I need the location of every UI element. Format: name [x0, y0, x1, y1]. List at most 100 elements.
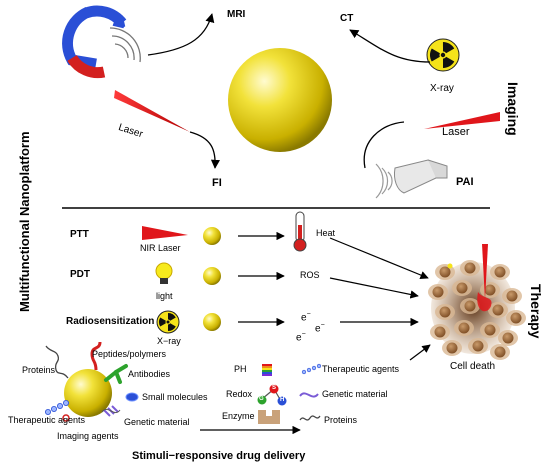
therapeutic-agents-label: Therapeutic agents	[8, 415, 86, 425]
electron-symbol: e	[296, 332, 302, 344]
peptides-label: Peptides/polymers	[92, 349, 167, 359]
peptide-chain-icon	[90, 341, 102, 371]
delivery-nanoparticle	[64, 369, 112, 417]
ros-to-cell-arrow	[329, 277, 419, 299]
out-dna-icon	[299, 392, 319, 398]
heat-to-cell-arrow	[329, 237, 429, 280]
small-molecule-icon	[125, 392, 139, 402]
xray-radiation-icon	[156, 310, 180, 334]
redox-label: Redox	[226, 389, 253, 399]
antibody-icon	[104, 364, 128, 384]
radiation-icon	[426, 38, 460, 72]
central-nanoparticle	[228, 48, 332, 152]
tumor-cell	[472, 340, 484, 352]
arrow-to-pai-left	[363, 121, 405, 169]
arrow-to-fi	[189, 131, 220, 169]
tumor-cell	[434, 326, 446, 338]
magnet-icon	[62, 5, 127, 79]
cell-laser	[477, 244, 492, 312]
spark-icon	[447, 263, 453, 269]
pdt-label: PDT	[70, 269, 90, 280]
therapy-side-label: Therapy	[528, 284, 544, 339]
dna-strand-icon	[101, 408, 121, 414]
tumor-cell	[456, 282, 468, 294]
proteins-label: Proteins	[22, 365, 56, 375]
electron-label-3: e−	[296, 331, 306, 343]
tumor-cell	[464, 262, 476, 274]
redox-s: S	[272, 385, 277, 391]
light-bulb-icon	[155, 262, 173, 284]
ph-color-icon	[262, 364, 272, 376]
ct-label: CT	[340, 13, 354, 24]
enzyme-icon	[258, 410, 280, 424]
tumor-cell	[439, 306, 451, 318]
mri-label: MRI	[227, 9, 246, 20]
tumor-cell	[494, 266, 506, 278]
redox-g: G	[259, 396, 264, 402]
therapeutic-chain-icon	[45, 399, 70, 415]
pdt-nanoparticle	[203, 267, 221, 285]
platform-side-label: Multifunctional Nanoplatform	[17, 131, 32, 312]
tumor-cell	[432, 286, 444, 298]
tumor-cell	[502, 332, 514, 344]
arrow-to-mri	[147, 13, 215, 56]
ptt-nanoparticle	[203, 227, 221, 245]
fi-label: FI	[212, 177, 222, 189]
tumor-cell	[506, 290, 518, 302]
heat-label: Heat	[316, 228, 336, 238]
xray-therapy-label: X−ray	[157, 336, 181, 346]
tumor-cell	[494, 346, 506, 358]
out-therapeutic-icon	[301, 363, 322, 375]
electron-charge: −	[320, 322, 325, 329]
tumor-cell	[484, 284, 496, 296]
thermometer-icon	[293, 211, 307, 252]
tumor-cell	[492, 304, 504, 316]
tumor-cell	[510, 312, 522, 324]
electron-charge: −	[301, 331, 306, 338]
nir-laser-beam	[142, 226, 188, 240]
radiosensitization-label: Radiosensitization	[66, 316, 155, 327]
pai-label: PAI	[456, 176, 474, 188]
magnetic-wave-icon	[109, 27, 141, 63]
xray-label: X-ray	[430, 83, 454, 94]
tumor-cell	[484, 324, 496, 336]
tumor-cell	[446, 342, 458, 354]
out-therapeutic-label: Therapeutic agents	[322, 364, 400, 374]
genetic-material-label: Genetic material	[124, 417, 190, 427]
small-molecules-label: Small molecules	[142, 392, 208, 402]
light-label: light	[156, 291, 173, 301]
electron-symbol: e	[315, 323, 321, 335]
laser-beam-left	[114, 90, 190, 132]
laser-right-label: Laser	[442, 126, 470, 138]
redox-molecule-icon	[257, 384, 287, 406]
arrow-to-ct	[349, 29, 431, 63]
nir-laser-label: NIR Laser	[140, 243, 181, 253]
ptt-label: PTT	[70, 229, 89, 240]
ph-label: PH	[234, 364, 247, 374]
tumor-cells	[428, 260, 526, 360]
electron-label-1: e−	[301, 311, 311, 323]
imaging-agents-label: Imaging agents	[57, 431, 119, 441]
imaging-agent-icon	[62, 414, 70, 422]
ros-label: ROS	[300, 270, 320, 280]
electron-symbol: e	[301, 312, 307, 324]
laser-beam-right	[424, 112, 500, 129]
cell-death-label: Cell death	[450, 361, 496, 372]
out-protein-icon	[299, 415, 321, 421]
out-genetic-label: Genetic material	[322, 389, 388, 399]
electron-label-2: e−	[315, 322, 325, 334]
antibodies-label: Antibodies	[128, 369, 171, 379]
enzyme-label: Enzyme	[222, 411, 255, 421]
tumor-cell	[458, 322, 470, 334]
imaging-side-label: Imaging	[505, 82, 521, 136]
tumor-cell	[439, 266, 451, 278]
ultrasound-transducer-icon	[375, 159, 448, 199]
drug-delivery-title: Stimuli−responsive drug delivery	[132, 450, 306, 462]
redox-h: H	[280, 397, 285, 403]
protein-chain-icon	[45, 345, 69, 379]
radio-nanoparticle	[203, 313, 221, 331]
tumor-cell	[464, 300, 476, 312]
electron-charge: −	[306, 311, 311, 318]
